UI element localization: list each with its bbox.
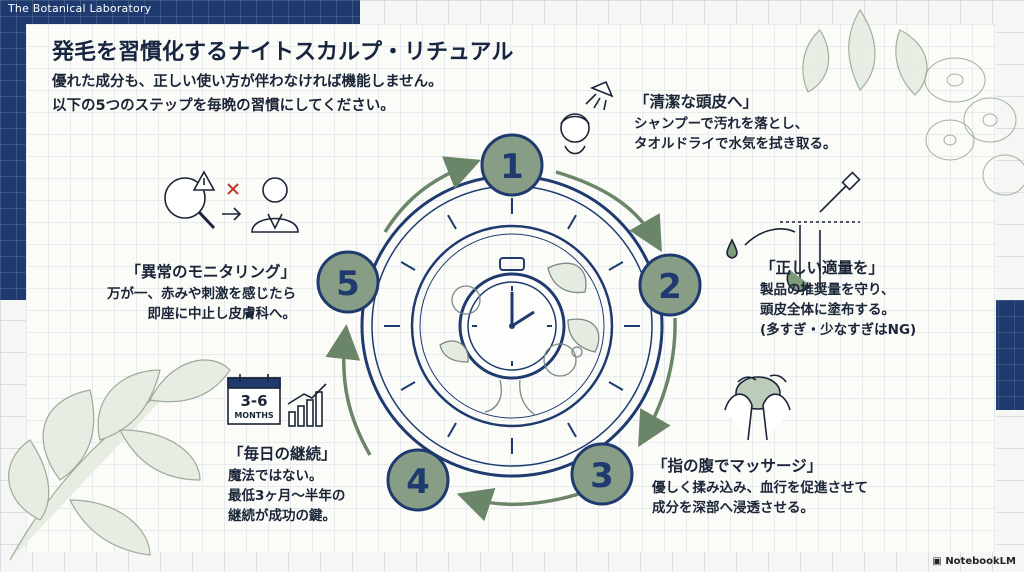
clock-tick bbox=[400, 261, 416, 271]
step-5-number: 5 bbox=[336, 264, 360, 304]
step-3-marker: 3 bbox=[570, 442, 634, 506]
clock-face bbox=[360, 174, 664, 478]
cell-decoration-right bbox=[924, 57, 1024, 196]
step-3-number: 3 bbox=[590, 456, 614, 496]
step-5-marker: 5 bbox=[316, 250, 380, 314]
step-1-line-2: タオルドライで水気を拭き取る。 bbox=[634, 136, 837, 152]
warning-doctor-icon bbox=[164, 170, 299, 233]
step-1-line-1: シャンプーで汚れを落とし、 bbox=[634, 116, 809, 132]
brand-label: The Botanical Laboratory bbox=[8, 2, 152, 15]
notebook-icon: ▣ bbox=[932, 556, 946, 567]
step-2-number: 2 bbox=[658, 267, 682, 307]
step-5-line-2: 即座に中止し皮膚科へ。 bbox=[147, 306, 297, 322]
step-4-number: 4 bbox=[406, 462, 430, 502]
step-4-line-3: 継続が成功の鍵。 bbox=[228, 508, 336, 524]
step-1-text: 「清潔な頭皮へ」 シャンプーで汚れを落とし、 タオルドライで水気を拭き取る。 bbox=[634, 92, 837, 154]
clock-tick bbox=[447, 422, 457, 438]
clock-tick bbox=[567, 214, 577, 230]
step-3-line-2: 成分を深部へ浸透させる。 bbox=[652, 500, 814, 516]
step-5-line-1: 万が一、赤みや刺激を感じたら bbox=[107, 286, 296, 302]
massage-hands-icon bbox=[724, 374, 791, 441]
page-title: 発毛を習慣化するナイトスカルプ・リチュアル bbox=[52, 40, 514, 65]
clock-tick bbox=[567, 422, 577, 438]
intro-text: 優れた成分も、正しい使い方が伴わなければ機能しません。 以下の5つのステップを毎… bbox=[52, 70, 443, 118]
clock-tick bbox=[608, 381, 624, 391]
step-2-marker: 2 bbox=[638, 253, 702, 317]
step-3-text: 「指の腹でマッサージ」 優しく揉み込み、血行を促進させて 成分を深部へ浸透させる… bbox=[652, 456, 868, 518]
step-1-marker: 1 bbox=[480, 133, 544, 197]
shower-head-icon bbox=[560, 80, 614, 155]
calendar-big-text: 3-6 bbox=[240, 392, 267, 410]
stopwatch-icon bbox=[458, 257, 566, 380]
step-4-heading: 「毎日の継続」 bbox=[228, 445, 337, 463]
clock-tick bbox=[400, 381, 416, 391]
step-2-line-2: 頭皮全体に塗布する。 bbox=[760, 302, 895, 318]
cycle-arrows bbox=[325, 156, 677, 522]
dropper-icon bbox=[726, 171, 861, 292]
step-2-heading: 「正しい適量を」 bbox=[760, 259, 885, 277]
intro-line-1: 優れた成分も、正しい使い方が伴わなければ機能しません。 bbox=[52, 74, 443, 90]
calendar-growth-icon: 3-6 MONTHS bbox=[227, 374, 327, 427]
step-4-line-1: 魔法ではない。 bbox=[228, 468, 323, 484]
clock-tick bbox=[608, 261, 624, 271]
step-4-marker: 4 bbox=[386, 448, 450, 512]
step-2-line-3: (多すぎ・少なすぎはNG) bbox=[760, 322, 917, 338]
footer-credit: ▣ NotebookLM bbox=[932, 556, 1016, 567]
leaf-decoration-bottom-left bbox=[8, 359, 231, 561]
step-2-line-1: 製品の推奨量を守り、 bbox=[760, 282, 895, 298]
step-1-number: 1 bbox=[500, 147, 524, 187]
gear-and-leaf-decoration bbox=[439, 262, 600, 416]
step-4-text: 「毎日の継続」 魔法ではない。 最低3ヶ月〜半年の 継続が成功の鍵。 bbox=[228, 444, 345, 526]
clock-tick bbox=[447, 214, 457, 230]
step-3-heading: 「指の腹でマッサージ」 bbox=[652, 457, 823, 475]
step-3-line-1: 優しく揉み込み、血行を促進させて bbox=[652, 480, 868, 496]
step-4-line-2: 最低3ヶ月〜半年の bbox=[228, 488, 346, 504]
step-5-text: 「異常のモニタリング」 万が一、赤みや刺激を感じたら 即座に中止し皮膚科へ。 bbox=[107, 262, 296, 324]
step-5-heading: 「異常のモニタリング」 bbox=[125, 263, 296, 281]
calendar-small-text: MONTHS bbox=[234, 411, 274, 420]
leaf-decoration-top-right bbox=[802, 8, 928, 96]
clock-ticks bbox=[384, 198, 640, 454]
intro-line-2: 以下の5つのステップを毎晩の習慣にしてください。 bbox=[52, 98, 395, 114]
step-1-heading: 「清潔な頭皮へ」 bbox=[634, 93, 759, 111]
step-2-text: 「正しい適量を」 製品の推奨量を守り、 頭皮全体に塗布する。 (多すぎ・少なすぎ… bbox=[760, 258, 916, 340]
footer-label: NotebookLM bbox=[945, 556, 1016, 567]
